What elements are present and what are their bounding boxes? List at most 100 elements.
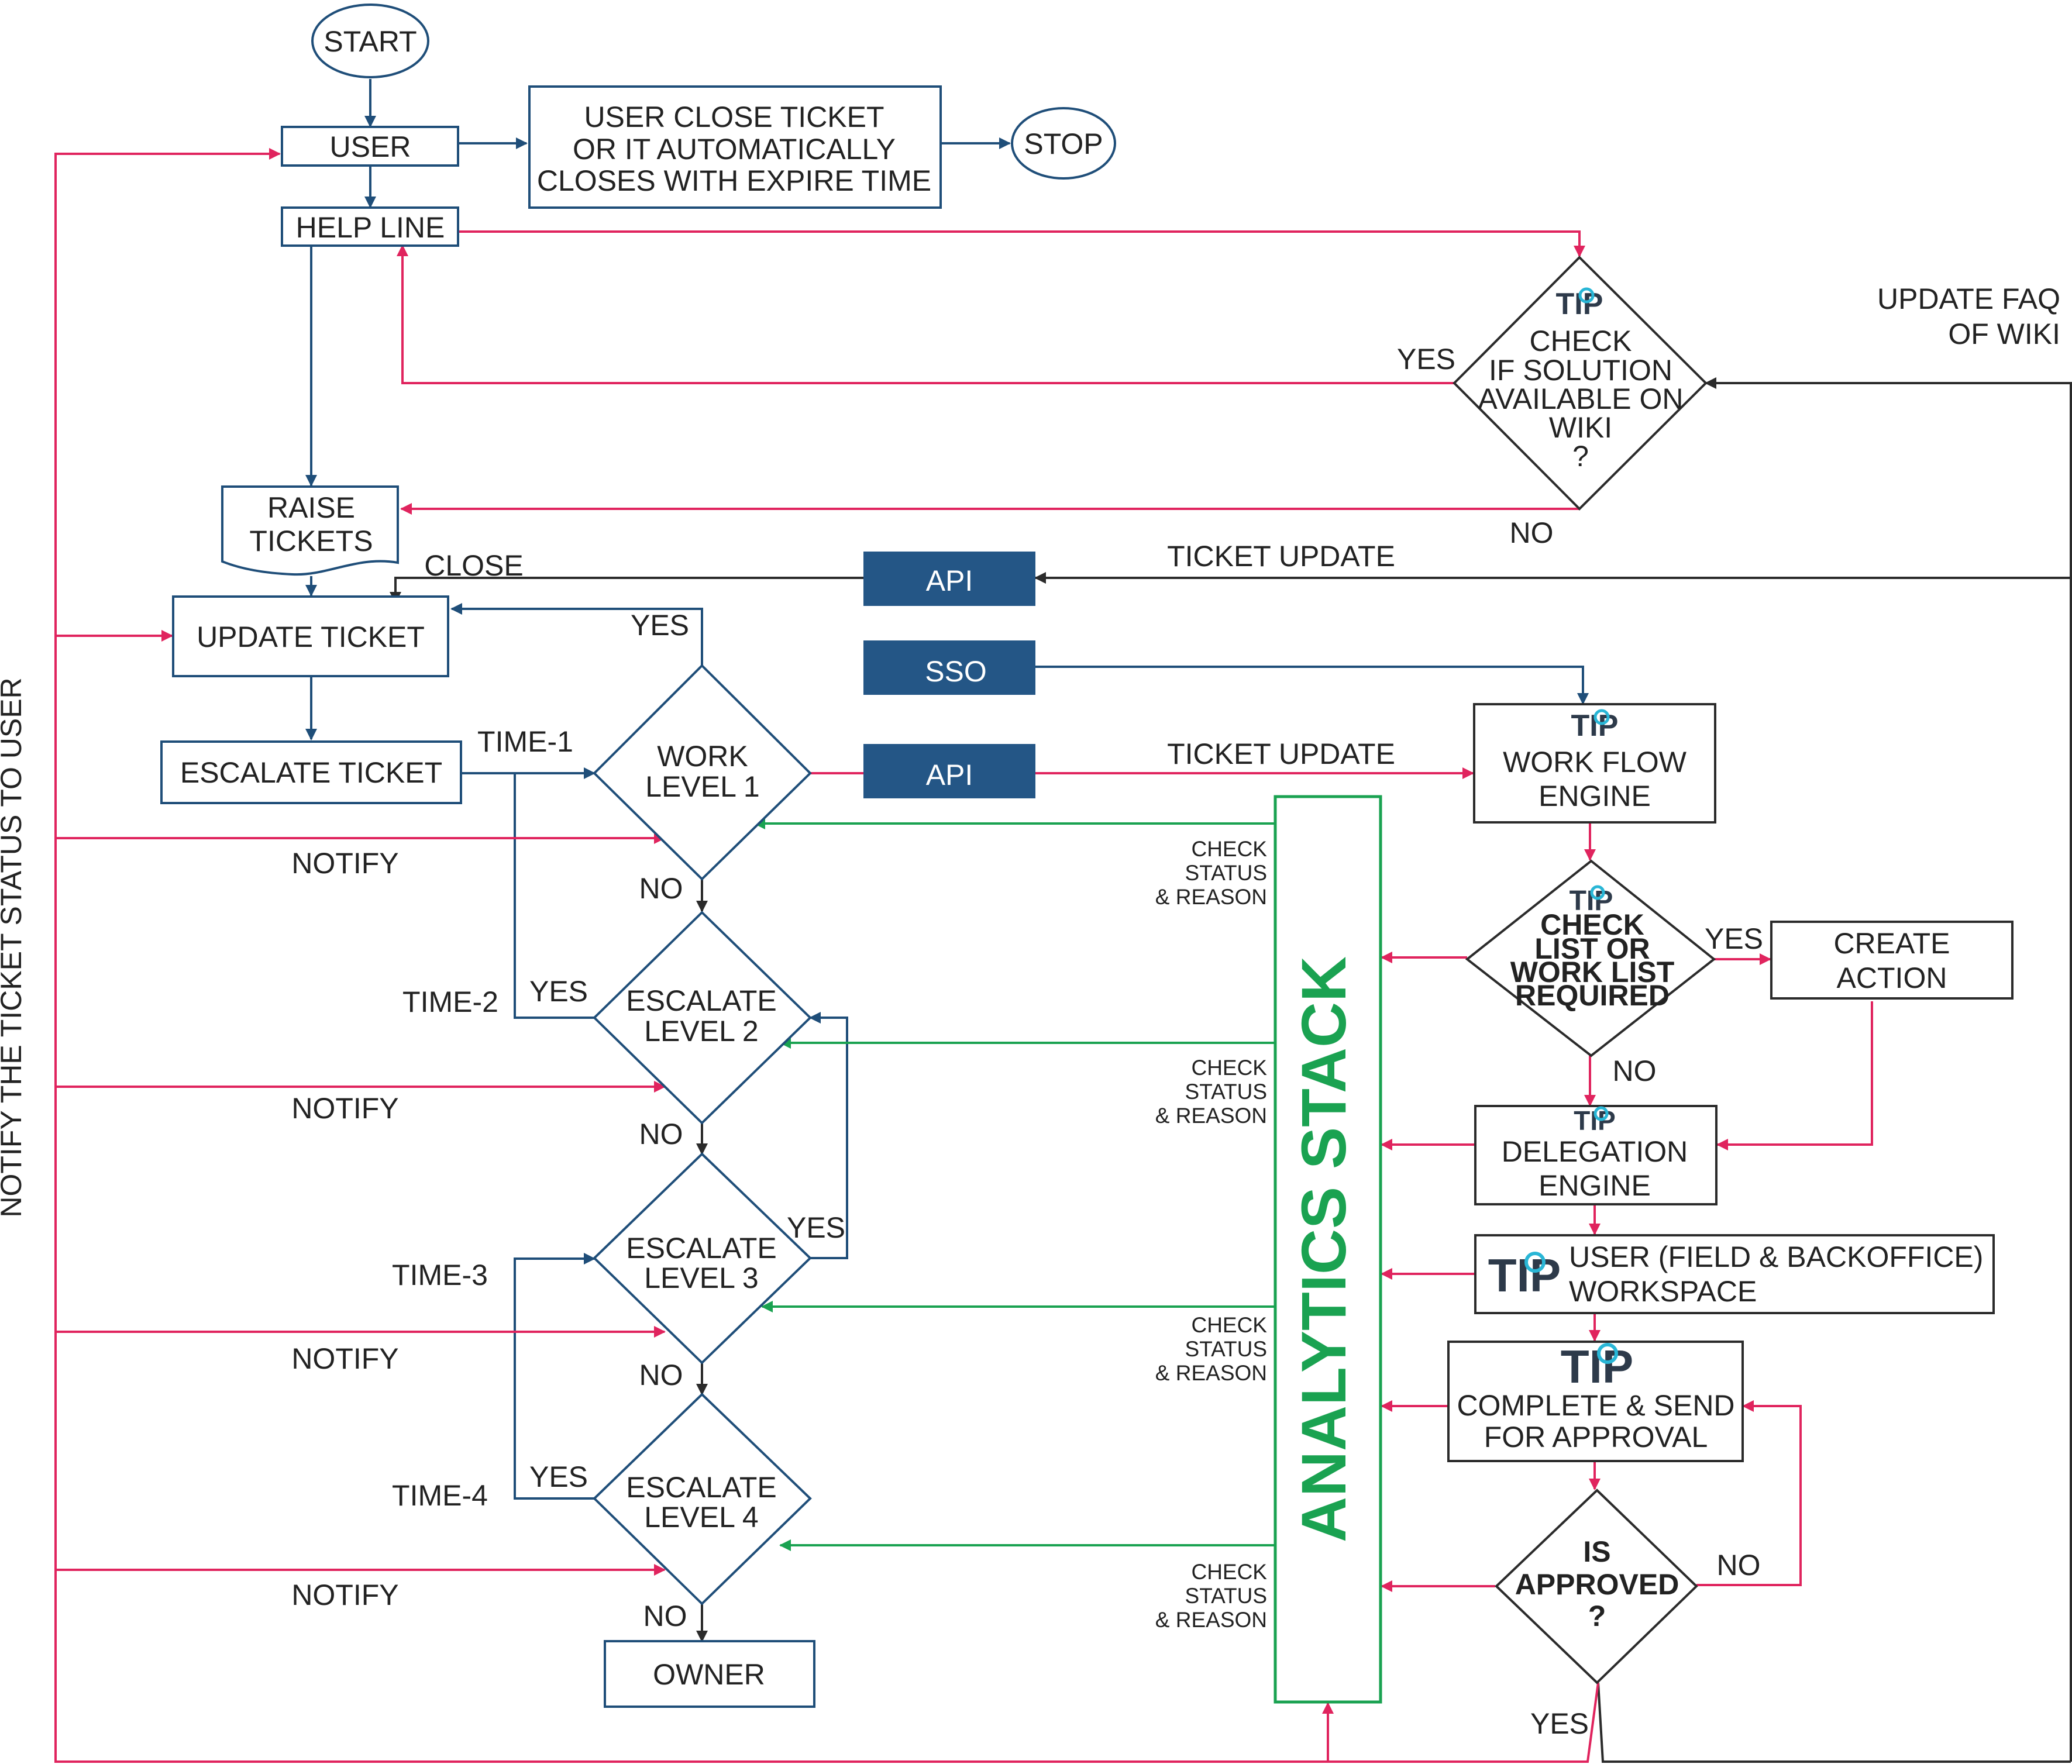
is-approved-decision: IS APPROVED ? [1495, 1489, 1698, 1684]
tip-logo-icon: TIP [1570, 885, 1613, 917]
tip-logo-icon: TIP [1574, 1105, 1616, 1136]
ticket-update-top-label: TICKET UPDATE [1167, 540, 1395, 573]
check-status-1-line-2: STATUS [1185, 861, 1267, 885]
arrow-helpline-wiki [458, 230, 1585, 257]
level1-yes-label: YES [631, 609, 689, 642]
checklist-line-4: REQUIRED [1515, 979, 1670, 1012]
update-faq-line-1: UPDATE FAQ [1877, 282, 2060, 315]
escalate-level-3-line-2: LEVEL 3 [644, 1262, 759, 1294]
sso-label: SSO [925, 655, 987, 688]
help-line-label: HELP LINE [296, 211, 445, 244]
check-status-2-line-3: & REASON [1155, 1104, 1267, 1128]
create-action-line-2: ACTION [1837, 962, 1947, 994]
time-2-label: TIME-2 [402, 986, 498, 1018]
tip-logo-text: TIP [1574, 1105, 1616, 1136]
tip-logo-text: TIP [1561, 1341, 1633, 1393]
work-level-1-decision: WORK LEVEL 1 [593, 664, 812, 881]
tip-logo-icon: TIP [1556, 287, 1603, 321]
check-status-1-line-1: CHECK [1191, 837, 1267, 861]
check-status-2-line-2: STATUS [1185, 1080, 1267, 1104]
time-3-label: TIME-3 [392, 1259, 488, 1291]
wiki-yes-label: YES [1397, 343, 1455, 375]
time-4-label: TIME-4 [392, 1479, 488, 1512]
workspace-line-2: WORKSPACE [1569, 1275, 1757, 1308]
check-wiki-line-5: ? [1572, 440, 1589, 473]
approved-yes-label: YES [1530, 1707, 1589, 1740]
complete-send-box: TIP COMPLETE & SEND FOR APPROVAL [1447, 1341, 1744, 1462]
arrow-level3-yes [809, 1012, 848, 1259]
user-box: USER [281, 126, 459, 167]
edge-labels: YES NO CLOSE TICKET UPDATE TICKET UPDATE… [0, 343, 1763, 1740]
approved-no-label: NO [1717, 1549, 1761, 1582]
start-label: START [323, 25, 417, 58]
workspace-line-1: USER (FIELD & BACKOFFICE) [1569, 1241, 1983, 1273]
escalate-level-3-line-1: ESCALATE [626, 1232, 777, 1265]
arrow-level4-yes [514, 1253, 596, 1500]
check-wiki-line-3: AVAILABLE ON [1478, 383, 1683, 415]
help-line-box: HELP LINE [281, 206, 459, 247]
check-status-1-line-3: & REASON [1155, 885, 1267, 909]
check-wiki-line-2: IF SOLUTION [1489, 354, 1672, 387]
complete-send-line-2: FOR APPROVAL [1484, 1421, 1708, 1453]
level1-no-label: NO [639, 872, 683, 905]
wiki-no-label: NO [1510, 516, 1554, 549]
check-status-2-line-1: CHECK [1191, 1056, 1267, 1080]
check-status-3-line-3: & REASON [1155, 1361, 1267, 1385]
is-approved-line-2: APPROVED [1515, 1568, 1679, 1601]
create-action-line-1: CREATE [1833, 927, 1950, 960]
complete-send-line-1: COMPLETE & SEND [1457, 1389, 1734, 1422]
check-wiki-line-1: CHECK [1529, 325, 1632, 357]
is-approved-line-3: ? [1588, 1600, 1606, 1632]
notify-label-1: NOTIFY [291, 847, 398, 880]
raise-tickets-document: RAISE TICKETS [221, 485, 399, 576]
arrow-notify-user-loop [54, 148, 1599, 1763]
escalate-level-3-decision: ESCALATE LEVEL 3 [593, 1152, 812, 1365]
tip-logo-icon: TIP [1561, 1341, 1633, 1393]
connectors [54, 79, 2072, 1763]
escalate-ticket-box: ESCALATE TICKET [160, 740, 462, 804]
check-status-4-line-1: CHECK [1191, 1560, 1267, 1584]
check-status-3-line-2: STATUS [1185, 1337, 1267, 1361]
level2-no-label: NO [639, 1118, 683, 1150]
api-top-box: API [863, 552, 1035, 606]
arrow-approved-no [1696, 1400, 1802, 1586]
create-action-box: CREATE ACTION [1770, 921, 2014, 1000]
delegation-engine-box: TIP DELEGATION ENGINE [1474, 1105, 1718, 1205]
start-terminal: START [311, 4, 429, 78]
owner-box: OWNER [604, 1640, 815, 1708]
line-time2-yes [514, 773, 594, 1019]
arrow-api-close [390, 577, 863, 604]
escalate-level-4-line-1: ESCALATE [626, 1471, 777, 1504]
tip-logo-icon: TIP [1571, 709, 1619, 743]
check-wiki-decision: TIP CHECK IF SOLUTION AVAILABLE ON WIKI … [1453, 256, 1708, 511]
update-faq-line-2: OF WIKI [1948, 318, 2060, 350]
checklist-line-3: WORK LIST [1510, 956, 1675, 988]
escalate-ticket-label: ESCALATE TICKET [180, 756, 442, 789]
is-approved-line-1: IS [1583, 1535, 1610, 1568]
api-mid-label: API [926, 759, 973, 791]
check-status-3-line-1: CHECK [1191, 1313, 1267, 1337]
level3-yes-label: YES [787, 1211, 845, 1244]
raise-tickets-line-1: RAISE [267, 491, 355, 524]
work-level-1-line-2: LEVEL 1 [645, 770, 760, 803]
tip-logo-text: TIP [1488, 1249, 1561, 1301]
notify-user-vertical-label: NOTIFY THE TICKET STATUS TO USER [0, 677, 27, 1217]
sso-box: SSO [863, 640, 1035, 695]
notify-label-4: NOTIFY [291, 1579, 398, 1611]
close-label: CLOSE [424, 549, 524, 582]
checklist-line-2: LIST OR [1534, 932, 1650, 965]
ticket-update-mid-label: TICKET UPDATE [1167, 738, 1395, 770]
level4-no-label: NO [643, 1600, 687, 1632]
check-status-4-line-3: & REASON [1155, 1608, 1267, 1632]
arrow-sso-workflow [1035, 666, 1589, 705]
close-ticket-box: USER CLOSE TICKET OR IT AUTOMATICALLY CL… [528, 85, 942, 209]
notify-label-2: NOTIFY [291, 1092, 398, 1125]
arrow-wiki-yes [397, 244, 1454, 384]
workflow-engine-line-1: WORK FLOW [1503, 746, 1687, 778]
arrow-action-delegation [1716, 1001, 1873, 1150]
checklist-line-1: CHECK [1540, 908, 1644, 941]
check-wiki-line-4: WIKI [1549, 411, 1612, 444]
analytics-stack-label: ANALYTICS STACK [1288, 956, 1359, 1542]
arrow-yes-update [450, 603, 703, 666]
